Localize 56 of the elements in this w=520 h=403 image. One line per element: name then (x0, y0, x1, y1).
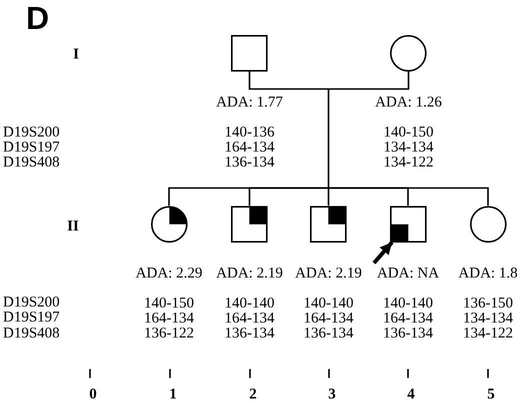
genotype-text: 134-134 (463, 312, 513, 326)
ada-value: ADA: 1.8 (458, 266, 518, 282)
generation-label: I (73, 48, 79, 62)
female-symbol (470, 206, 506, 242)
sibship-line (248, 187, 328, 206)
individual-number: 4 (407, 388, 415, 402)
genotype-text: 164-134 (224, 312, 274, 326)
genotype-text: 140-150 (144, 296, 194, 312)
genotype-text: 134-134 (384, 140, 434, 156)
female-symbol (150, 206, 188, 242)
genotype-text: 164-134 (304, 312, 354, 326)
individual-number: 0 (89, 388, 97, 402)
generation-label: II (67, 220, 79, 234)
marker-name: D19S408 (3, 326, 60, 342)
genotype-text: 134-122 (463, 326, 513, 342)
ada-value: ADA: 1.26 (375, 96, 442, 110)
ada-value: ADA: 2.19 (295, 266, 362, 282)
genotype-text: 140-136 (224, 126, 274, 140)
male-symbol (231, 206, 268, 242)
proband-arrow (372, 240, 394, 264)
marker-name: D19S200 (3, 126, 60, 140)
genotype-text: 140-140 (383, 296, 433, 312)
male-symbol (310, 206, 347, 242)
female-symbol (390, 34, 427, 72)
genotype-text: 164-134 (383, 312, 433, 326)
individual-number: 3 (328, 388, 336, 402)
genotype-text: 134-122 (384, 156, 434, 170)
genotype-text: 136-134 (383, 326, 433, 342)
sibship-line (328, 187, 489, 206)
genotype-text: 164-134 (224, 140, 274, 156)
genotype-text: 140-150 (384, 126, 434, 140)
mating-line (248, 71, 410, 90)
genotype-text: 140-140 (224, 296, 274, 312)
ada-value: ADA: 1.77 (216, 96, 283, 110)
panel-letter: D (26, 2, 50, 34)
marker-name: D19S197 (3, 140, 60, 156)
marker-name: D19S197 (3, 310, 60, 326)
ada-value: ADA: 2.29 (136, 266, 202, 282)
male-symbol (231, 34, 268, 72)
descent-line (328, 89, 330, 188)
genotype-text: 136-134 (304, 326, 354, 342)
ada-value: ADA: NA (376, 266, 440, 282)
individual-number: 2 (249, 388, 257, 402)
sibship-line (328, 187, 330, 206)
male-symbol (390, 206, 426, 242)
genotype-text: 136-150 (463, 296, 513, 312)
genotype-text: 164-134 (144, 312, 194, 326)
marker-name: D19S200 (3, 296, 60, 310)
genotype-text: 140-140 (304, 296, 354, 312)
individual-number: 1 (169, 388, 177, 402)
marker-name: D19S408 (3, 156, 60, 170)
genotype-text: 136-134 (224, 326, 274, 342)
genotype-text: 136-122 (144, 326, 194, 342)
individual-number: 5 (487, 388, 495, 402)
genotype-text: 136-134 (224, 156, 274, 170)
ada-value: ADA: 2.19 (216, 266, 283, 282)
